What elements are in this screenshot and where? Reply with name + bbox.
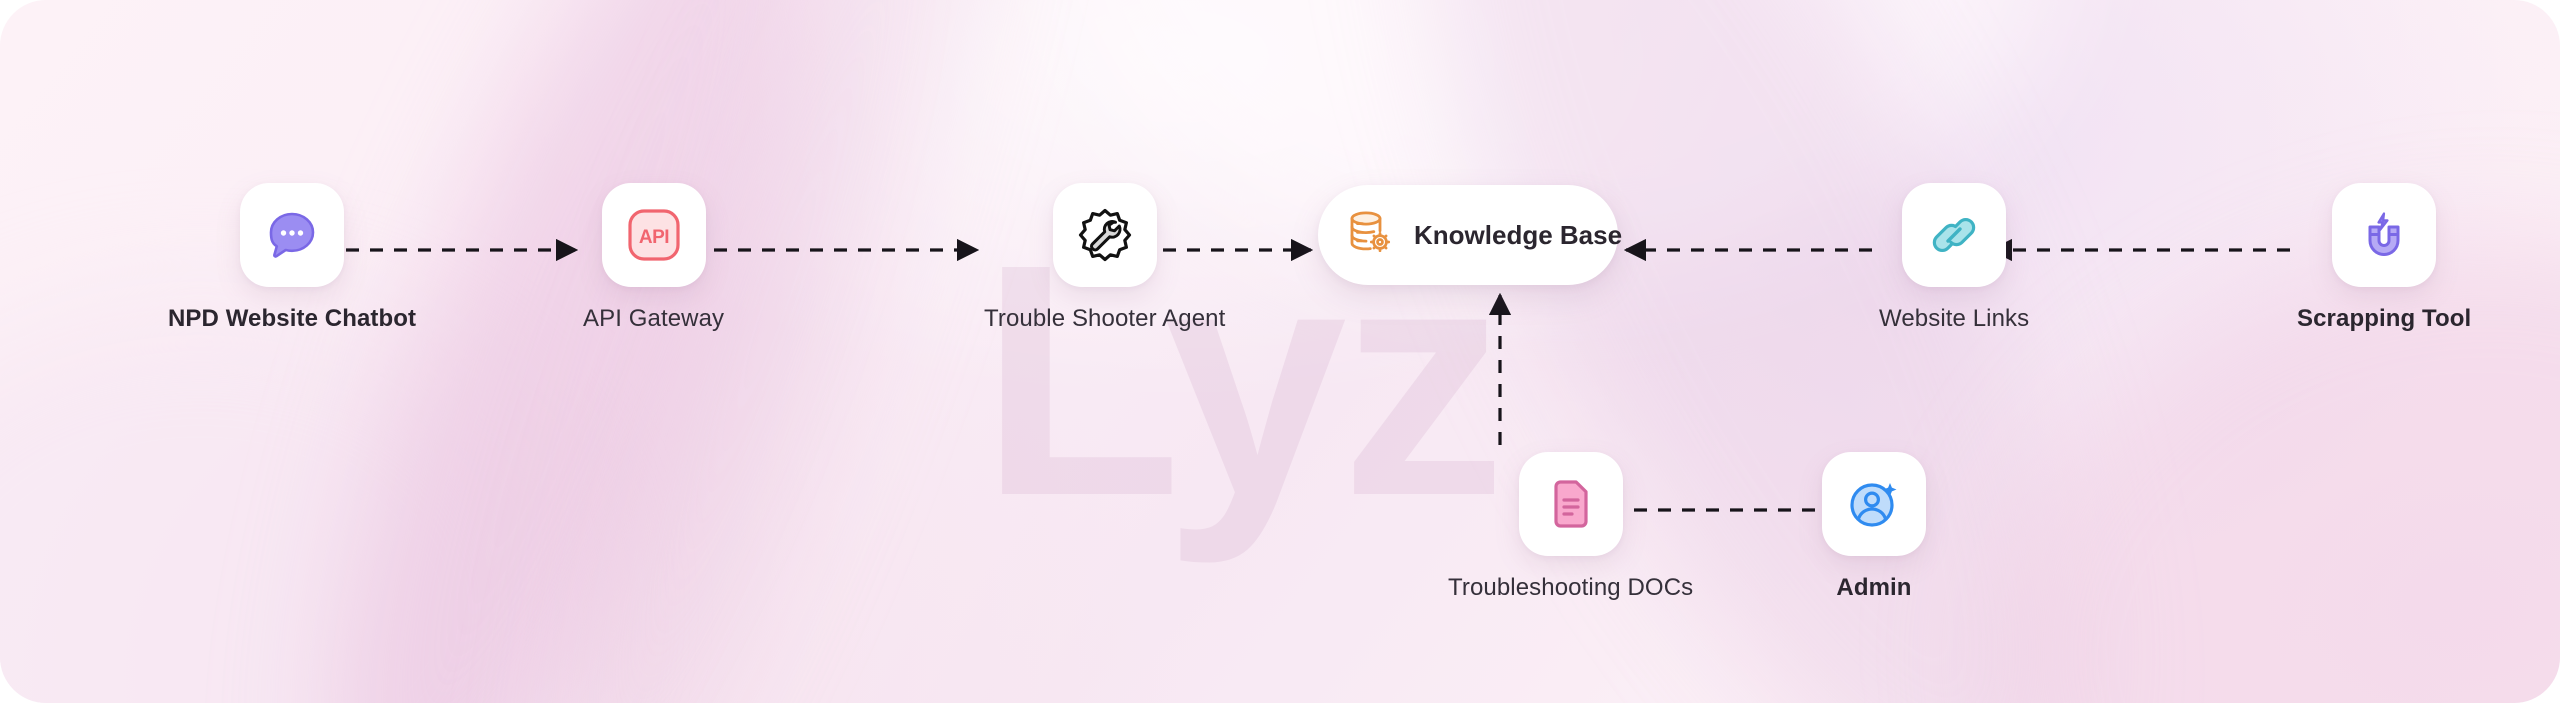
background-wisp [0, 300, 580, 703]
npd-website-chatbot-label: NPD Website Chatbot [168, 305, 417, 332]
api-gateway-chip[interactable]: API [601, 183, 706, 287]
node-trouble-shooter-agent[interactable]: Trouble Shooter Agent [984, 183, 1225, 333]
node-troubleshooting-docs[interactable]: Troubleshooting DOCs [1448, 452, 1693, 602]
troubleshooting-docs-chip[interactable] [1518, 452, 1623, 556]
trouble-shooter-agent-label: Trouble Shooter Agent [984, 305, 1226, 332]
admin-label: Admin [1836, 574, 1912, 601]
gear-wrench-icon [1075, 205, 1135, 265]
troubleshooting-docs-label: Troubleshooting DOCs [1448, 574, 1694, 601]
background-wisp [239, 0, 921, 703]
document-lines-icon [1543, 476, 1599, 532]
database-gear-icon [1344, 207, 1396, 264]
svg-text:API: API [638, 227, 668, 248]
user-sparkle-icon [1845, 475, 1903, 533]
link-chain-icon [1925, 206, 1983, 264]
background-wisp [502, 0, 1058, 703]
node-admin[interactable]: Admin [1822, 452, 1926, 602]
node-scrapping-tool[interactable]: Scrapping Tool [2297, 183, 2471, 333]
api-gateway-label: API Gateway [583, 305, 725, 332]
scrapping-tool-label: Scrapping Tool [2297, 305, 2472, 332]
background-wisp [1293, 0, 2207, 703]
node-knowledge-base[interactable]: Knowledge Base [1318, 185, 1622, 285]
website-links-chip[interactable] [1902, 183, 2007, 287]
chat-bubble-icon [262, 205, 322, 265]
knowledge-base-label: Knowledge Base [1414, 219, 1623, 250]
trouble-shooter-agent-chip[interactable] [1052, 183, 1157, 287]
node-website-links[interactable]: Website Links [1879, 183, 2029, 333]
api-icon: API [625, 206, 683, 264]
scrapping-tool-chip[interactable] [2332, 183, 2437, 287]
admin-chip[interactable] [1822, 452, 1926, 556]
website-links-label: Website Links [1879, 305, 2030, 332]
npd-website-chatbot-chip[interactable] [240, 183, 345, 287]
node-npd-website-chatbot[interactable]: NPD Website Chatbot [168, 183, 416, 333]
node-api-gateway[interactable]: API API Gateway [583, 183, 724, 333]
magnet-icon [2355, 206, 2413, 264]
